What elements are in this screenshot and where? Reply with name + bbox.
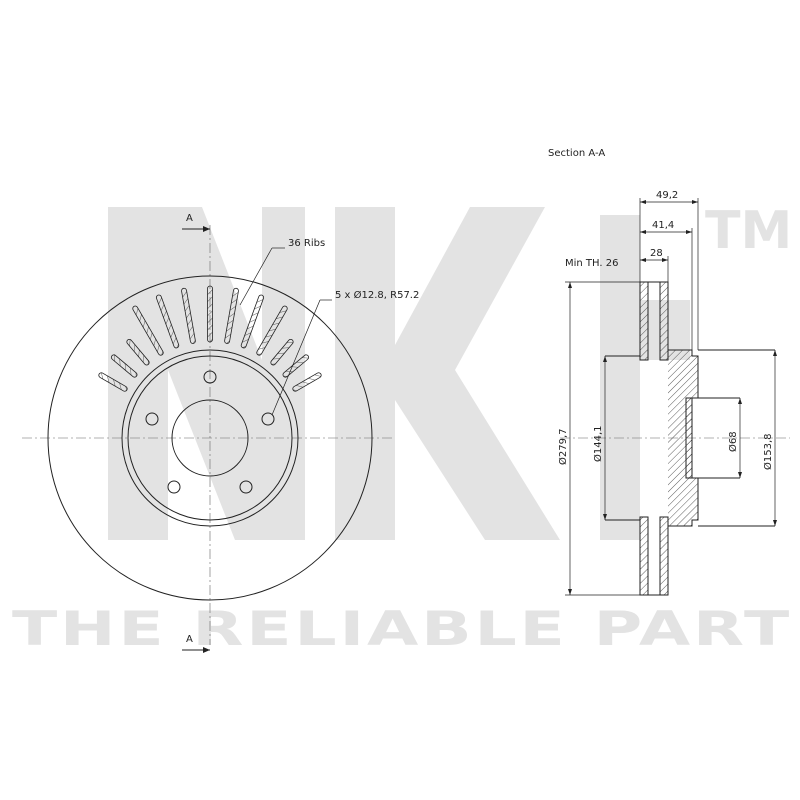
svg-text:A: A [186,634,193,645]
tagline-watermark: THE RELIABLE PART [12,602,792,657]
hub-flange-section [685,397,693,479]
ribs-label: 36 Ribs [288,238,325,249]
bolt-hole [145,412,159,426]
bolt-holes-callout: 5 x Ø12.8, R57.2 [271,289,419,416]
trademark-watermark: TM [705,201,792,261]
dimension-hub-diameter: Ø153,8 [762,350,777,526]
cooling-rib [126,338,150,366]
svg-text:49,2: 49,2 [656,190,678,201]
section-marker-top: A [182,213,210,232]
bolt-hole [261,412,275,426]
cooling-rib [98,372,128,392]
cooling-rib [110,354,138,378]
cooling-rib [240,294,265,349]
ribs-callout: 36 Ribs [239,238,325,306]
cooling-rib [282,354,310,378]
dimension-disc-height: 41,4 [640,220,693,350]
svg-text:28: 28 [650,248,663,259]
dimension-outer-diameter: Ø279,7 [557,281,640,596]
cooling-rib [224,287,239,344]
cooling-rib [132,305,164,356]
svg-text:A: A [186,213,193,224]
svg-text:Ø144,1: Ø144,1 [592,426,604,463]
svg-text:Ø68: Ø68 [727,431,739,452]
center-bore [171,399,249,477]
min-thickness-label: Min TH. 26 [565,258,618,269]
disc-outer-edge [47,275,373,601]
cooling-rib [270,338,294,366]
svg-text:Ø279,7: Ø279,7 [557,429,569,466]
svg-text:41,4: 41,4 [652,220,674,231]
disc-section-view [560,281,790,596]
inner-plate-lower [659,516,669,596]
bolt-holes-label: 5 x Ø12.8, R57.2 [335,289,419,301]
cooling-ribs [98,285,322,392]
bolt-hole [239,480,253,494]
dimension-thickness: 28 [640,248,669,282]
cooling-rib [292,372,322,392]
section-title: Section A-A [548,148,605,159]
hat-outer-edge [121,349,299,527]
nk-logo-watermark [108,207,690,540]
inner-plate-upper [659,281,669,361]
cooling-rib [155,294,180,349]
hat-inner-edge [127,355,293,521]
outer-plate-upper [639,281,649,361]
cooling-rib [181,287,196,344]
cooling-rib [207,285,213,343]
dimension-center-bore: Ø68 [727,398,742,478]
svg-text:Ø153,8: Ø153,8 [762,434,774,471]
section-marker-bottom: A [182,634,210,653]
bolt-hole [203,370,217,384]
bolt-hole [167,480,181,494]
dimension-hat-diameter: Ø144,1 [592,356,607,520]
dimension-total-height: 49,2 [639,190,699,350]
cooling-rib [256,305,288,356]
outer-plate-lower [639,516,649,596]
disc-front-view [22,225,395,645]
